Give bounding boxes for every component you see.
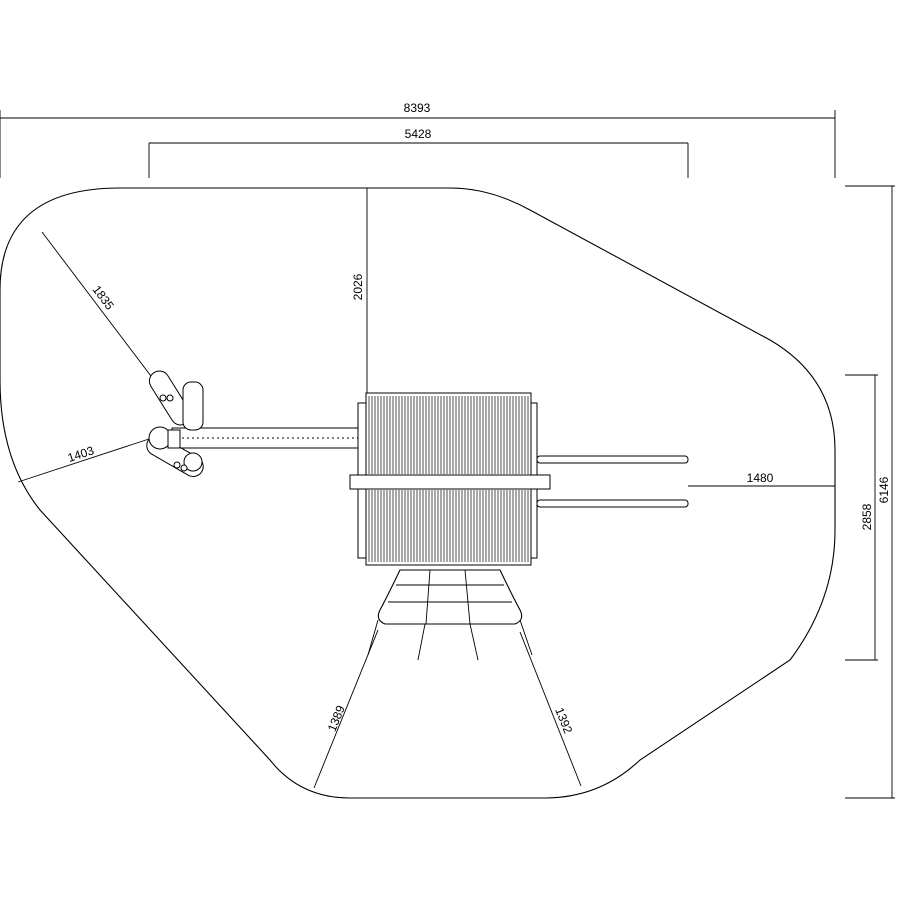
side-rails [536, 455, 689, 508]
connecting-beam [171, 427, 363, 449]
dimension-label-right-clearance: 1480 [747, 471, 774, 485]
platform-slats-top [368, 396, 529, 474]
dimension-overall-depth: 6146 [845, 185, 895, 799]
dimension-label-side-depth: 2858 [860, 503, 874, 530]
dimension-inner-width: 5428 [148, 127, 689, 178]
seat-assembly [146, 370, 204, 477]
dimension-diag-left: 1403 [17, 437, 153, 483]
dimension-label-diag-bottom-left: 1389 [325, 703, 348, 733]
dimension-side-depth: 2858 [845, 374, 878, 661]
dimension-label-diag-upper-left: 1835 [90, 283, 117, 313]
dimension-overall-width: 8393 [0, 101, 836, 178]
dimension-label-overall-width: 8393 [404, 101, 431, 115]
dimension-label-overall-depth: 6146 [877, 476, 891, 503]
dimension-right-clearance: 1480 [688, 471, 835, 487]
dimension-diag-bottom-right: 1392 [519, 631, 582, 787]
platform-slats-bottom [368, 490, 529, 562]
dimension-diag-upper-left: 1835 [41, 231, 161, 389]
dimension-top-clearance: 2026 [351, 188, 368, 393]
tower-platform [349, 392, 551, 566]
dimension-label-inner-width: 5428 [405, 127, 432, 141]
climbing-net [367, 569, 533, 661]
safety-zone-outline [0, 187, 836, 799]
dimension-label-diag-bottom-right: 1392 [552, 706, 575, 736]
dimension-label-top-clearance: 2026 [351, 273, 365, 300]
